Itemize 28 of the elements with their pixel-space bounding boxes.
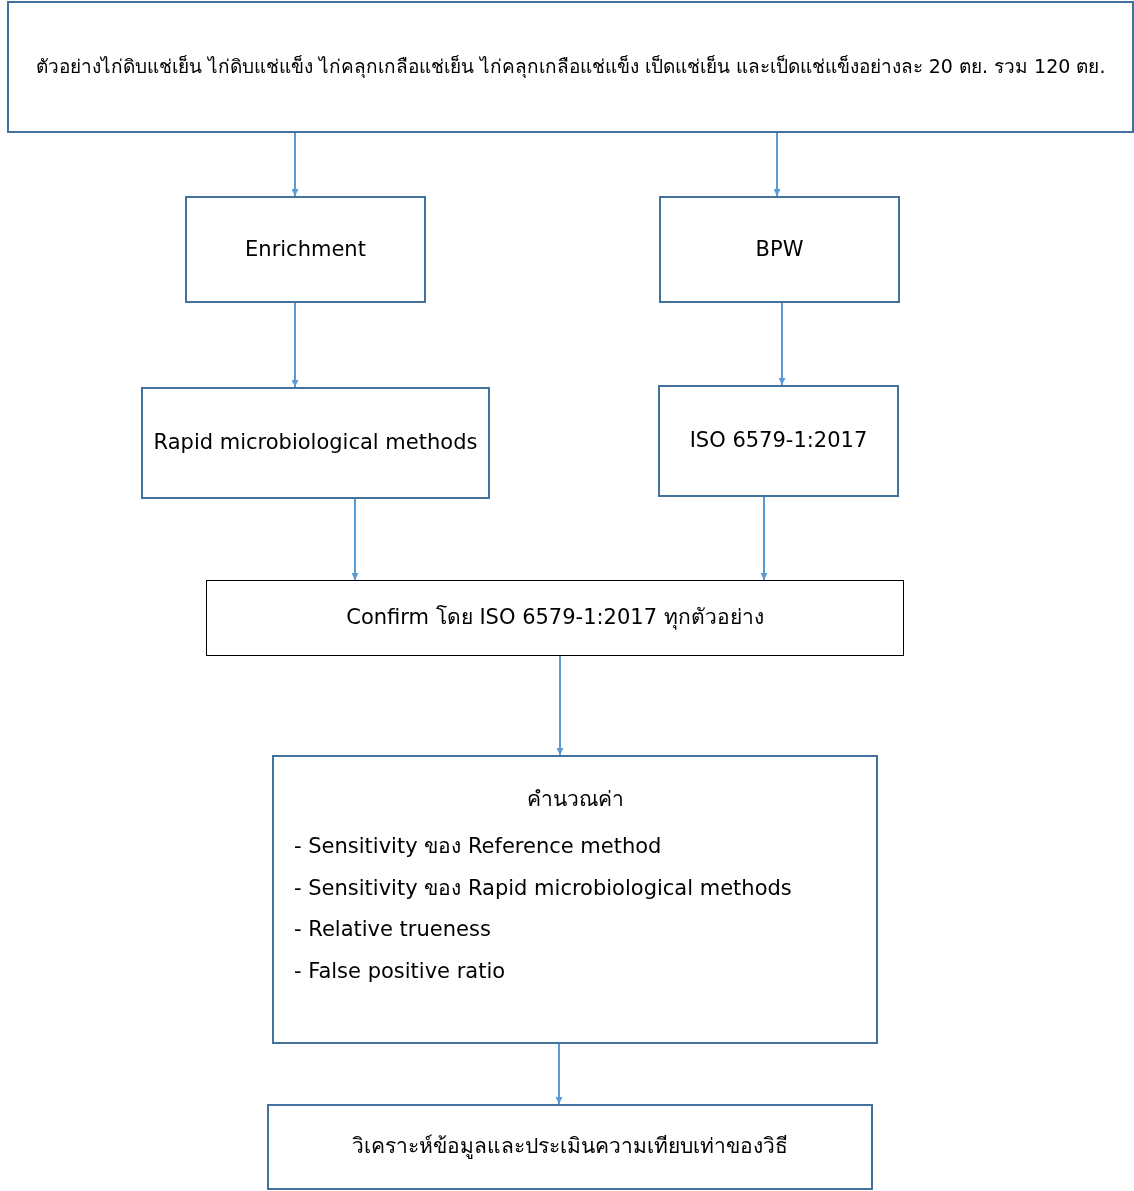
arrow [778,302,786,386]
process-box [272,755,878,1044]
arrow [773,132,781,197]
list-item: - Sensitivity ของ Rapid microbiological methods [294,874,793,902]
node-text: Enrichment [245,235,366,263]
box-heading: คำนวณค่า [525,786,625,813]
process-box [185,196,426,303]
list-item: - False positive ratio [294,957,507,985]
arrow [556,655,564,756]
node-text: วิเคราะห์ข้อมูลและประเมินความเทียบเท่าของวิธี [352,1133,788,1161]
process-box [206,580,904,656]
process-box [267,1104,873,1190]
process-box [658,385,899,497]
list-item: - Relative trueness [294,916,492,944]
list-item: - Sensitivity ของ Reference method [294,833,663,861]
arrow [760,496,768,581]
arrow [555,1043,563,1105]
node-text: Rapid microbiological methods [153,429,478,457]
arrow [351,498,359,581]
sample-box [7,1,1134,133]
arrow [291,302,299,388]
process-box [659,196,900,303]
arrow [291,132,299,197]
node-text: ISO 6579-1:2017 [689,427,868,455]
node-text: Confirm โดย ISO 6579-1:2017 ทุกตัวอย่าง [346,604,764,632]
process-box [141,387,490,499]
node-text: ตัวอย่างไก่ดิบแช่เย็น ไก่ดิบแช่แข็ง ไก่คลุกเกลือแช่เย็น ไก่คลุกเกลือแช่แข็ง เป็ดแช่เย็น และเป็ดแช่แข็งอย่างละ 20 ตย. รวม 120 ตย. [35,54,1106,80]
node-text: BPW [755,235,804,263]
